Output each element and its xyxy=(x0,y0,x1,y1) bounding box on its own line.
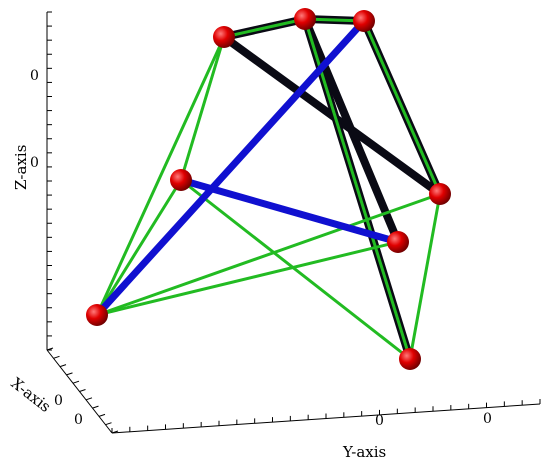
edge-green-n4-n6 xyxy=(362,19,442,196)
node-n5 xyxy=(170,169,192,191)
axis-tick xyxy=(46,347,54,351)
node-n2 xyxy=(213,26,235,48)
node-n6 xyxy=(429,183,451,205)
edge-green-n2-n3 xyxy=(222,17,307,39)
graph-nodes xyxy=(86,8,451,370)
x-tick-label: 0 xyxy=(74,412,83,428)
z-tick-label: 0 xyxy=(30,68,39,84)
axes-frame xyxy=(46,11,541,434)
x-axis-ticks xyxy=(46,347,119,434)
edge-green-n3-n8 xyxy=(303,17,412,361)
edge-blue-n5-n7 xyxy=(177,176,402,246)
z-axis-ticks xyxy=(47,11,52,351)
z-tick-label: 0 xyxy=(30,155,39,171)
axis-tick xyxy=(53,355,60,359)
edge-blue-n4-n1 xyxy=(93,17,368,319)
z-axis-label: Z-axis xyxy=(12,145,30,190)
axis-tick xyxy=(92,405,99,409)
axis-tick xyxy=(72,380,80,384)
y-tick-label: 0 xyxy=(375,413,384,429)
y-axis-ticks xyxy=(111,399,541,433)
node-n7 xyxy=(387,231,409,253)
axis-tick xyxy=(59,364,67,368)
x-tick-label: 0 xyxy=(54,393,63,409)
axis-tick xyxy=(85,397,93,401)
x-axis xyxy=(46,347,119,434)
edge-green-n1-n6 xyxy=(95,192,442,317)
edge-black-n3-n7 xyxy=(301,15,402,246)
node-n3 xyxy=(294,8,316,30)
edge-green-n2-n5 xyxy=(179,35,226,182)
edge-green-n6-n8 xyxy=(408,192,442,361)
y-axis-label: Y-axis xyxy=(342,443,386,461)
edge-green-n5-n1 xyxy=(95,178,183,317)
edge-green-n7-n1 xyxy=(95,240,400,317)
y-tick-label: 0 xyxy=(483,411,492,427)
node-n1 xyxy=(86,304,108,326)
z-axis xyxy=(46,11,52,351)
axis-tick xyxy=(79,389,86,392)
node-n4 xyxy=(353,10,375,32)
y-axis xyxy=(111,399,541,434)
edge-green-n5-n8 xyxy=(179,178,412,361)
x-axis-label: X-axis xyxy=(8,374,55,416)
axis-tick xyxy=(105,422,112,426)
node-n8 xyxy=(399,348,421,370)
axis-tick xyxy=(66,372,73,376)
graph-edges xyxy=(93,15,444,363)
axis-tick xyxy=(98,413,106,417)
edge-green-n2-n1 xyxy=(95,35,226,317)
